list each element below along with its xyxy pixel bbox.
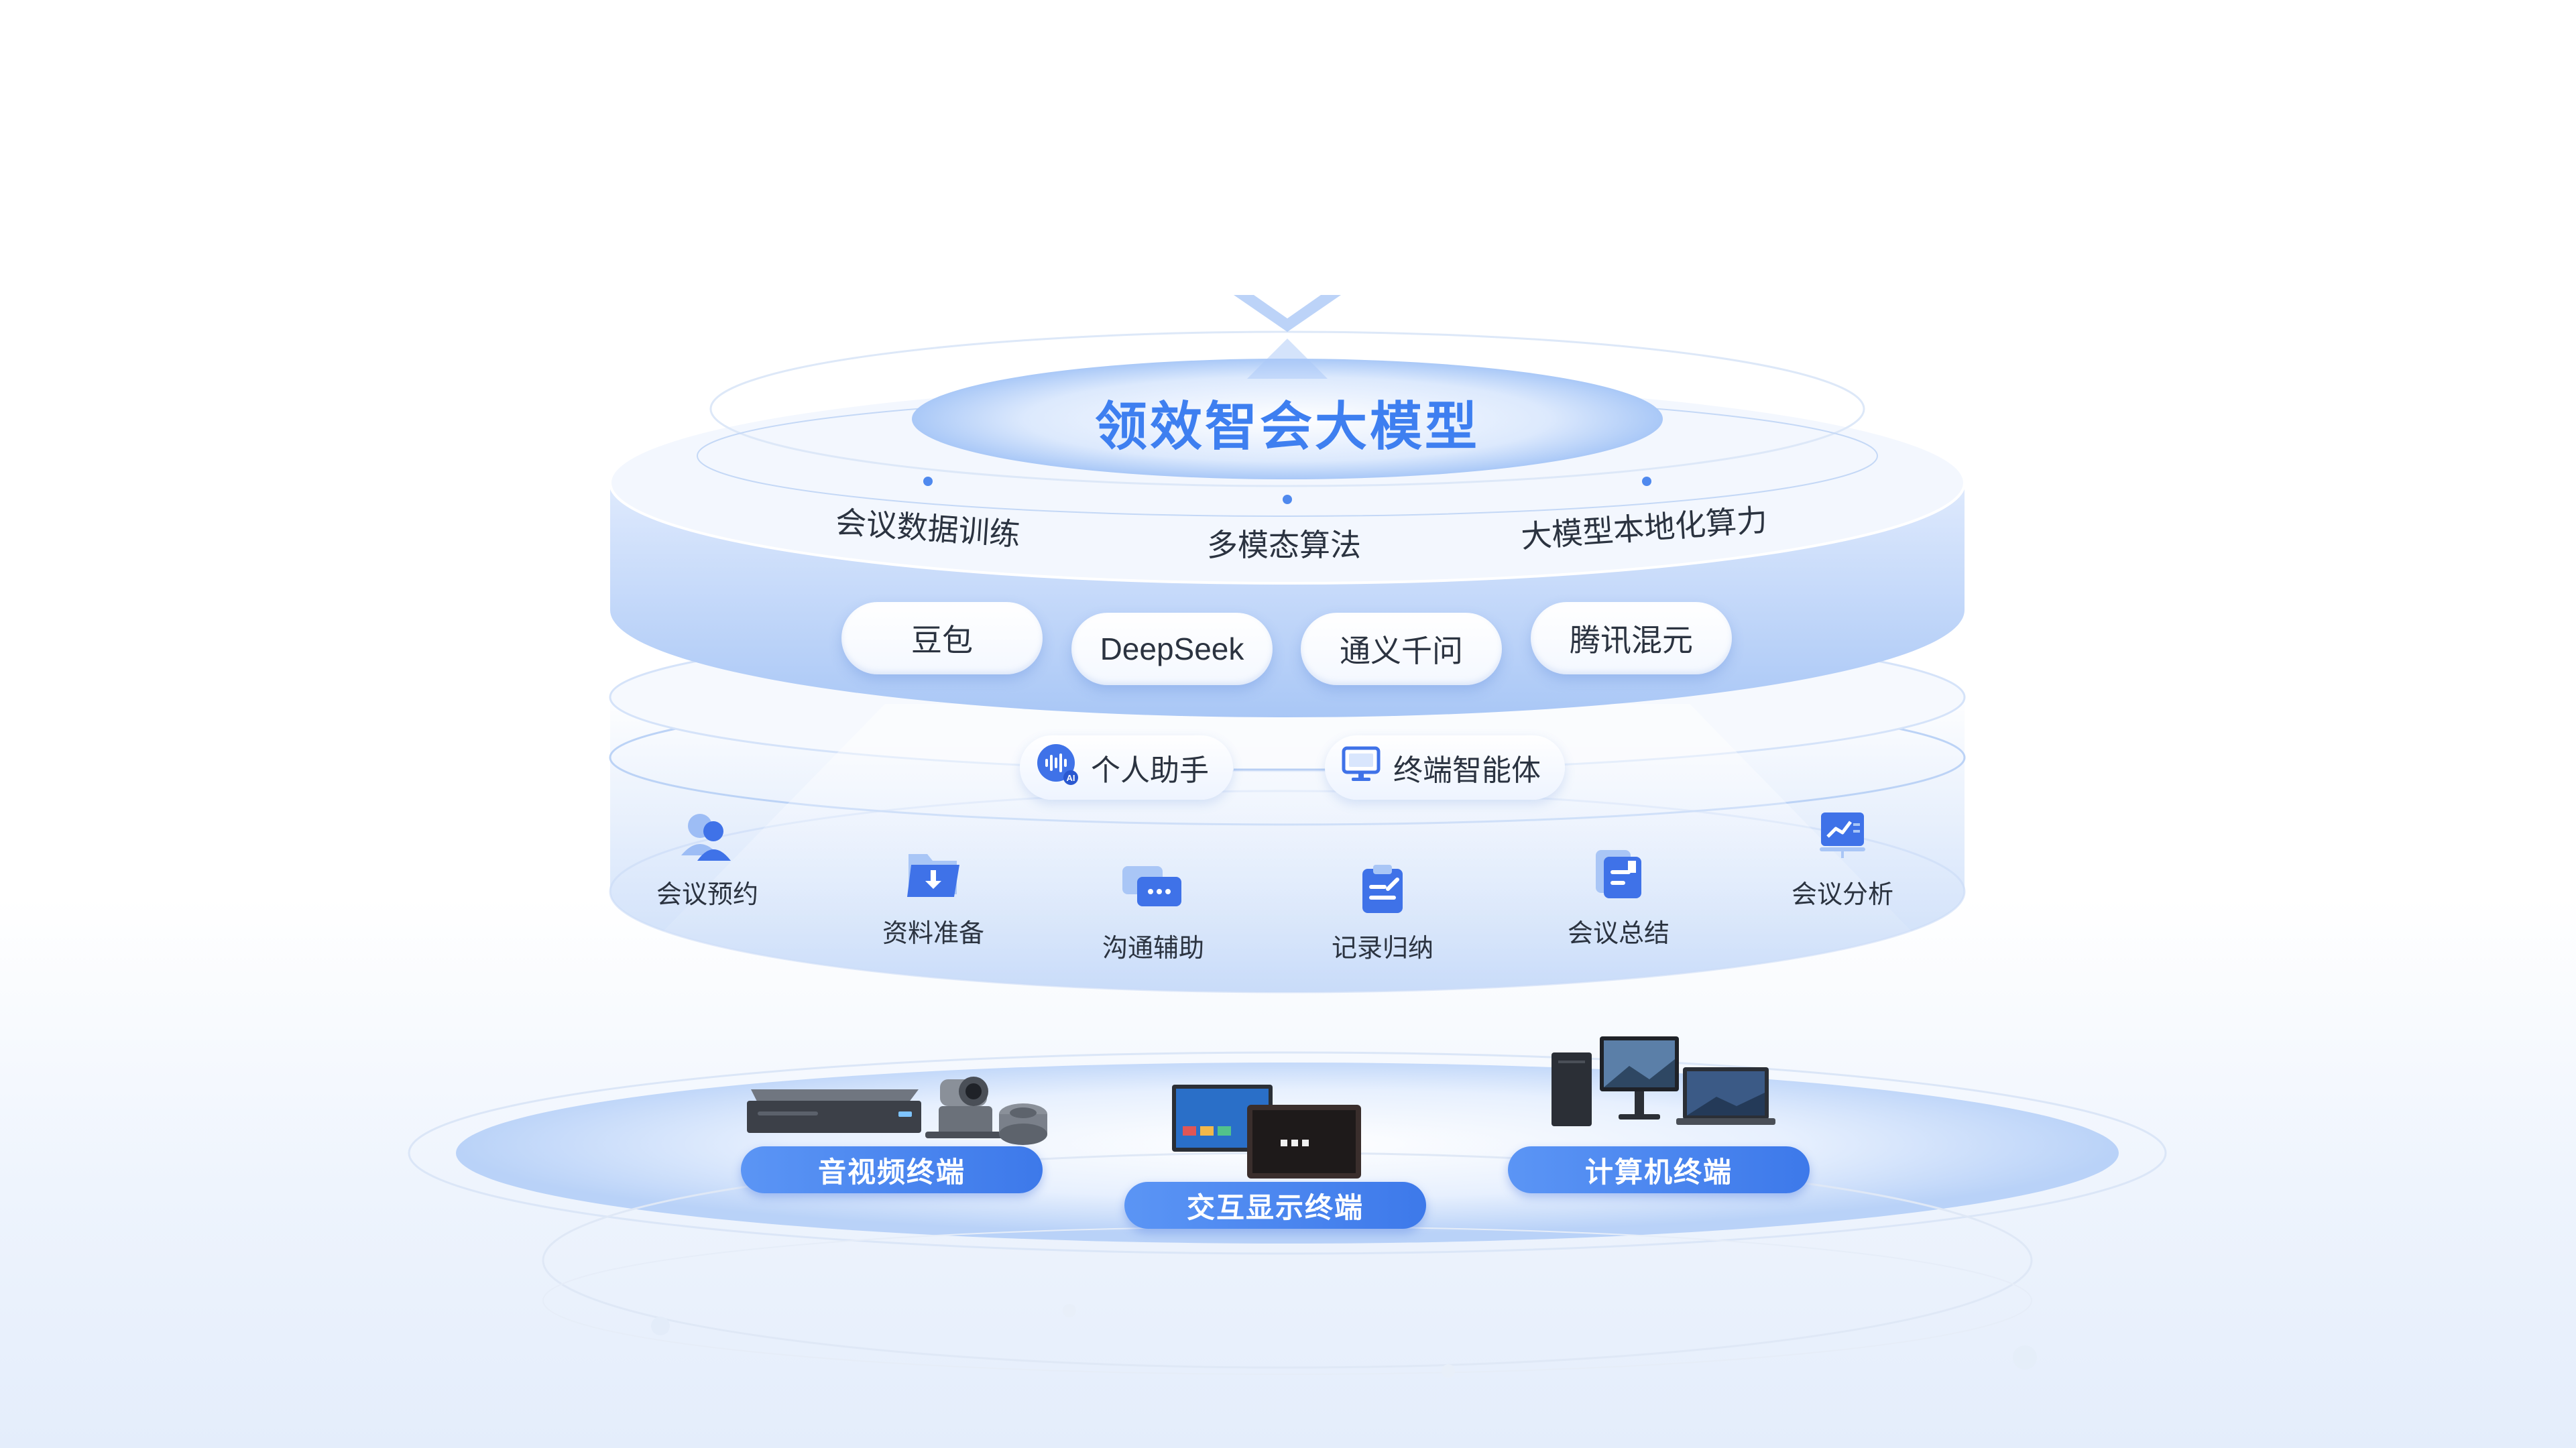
folder-download-icon: [903, 847, 963, 904]
feature-communication-aid: 沟通辅助: [1102, 862, 1204, 964]
personal-assistant-label: 个人助手: [1091, 754, 1209, 787]
av-devices-icon: [747, 1077, 1047, 1145]
feature-material-prep: 资料准备: [882, 847, 984, 949]
capability-multimodal: 多模态算法: [1207, 528, 1361, 562]
terminal-badge-display: 交互显示终端: [1124, 1182, 1426, 1229]
terminal-badge-av: 音视频终端: [741, 1146, 1043, 1193]
feature-meeting-summary: 会议总结: [1568, 847, 1670, 949]
svg-text:AI: AI: [1067, 773, 1075, 783]
model-pill-deepseek: DeepSeek: [1071, 613, 1273, 685]
model-title: 领效智会大模型: [1094, 397, 1480, 456]
analytics-board-icon: [1816, 808, 1869, 865]
ai-voice-icon: AI: [1036, 743, 1079, 793]
display-panels-icon: [1172, 1085, 1361, 1179]
feature-meeting-booking: 会议预约: [656, 808, 758, 910]
model-pill-hunyuan: 腾讯混元: [1531, 602, 1732, 674]
model-pill-tongyi: 通义千问: [1301, 613, 1502, 685]
monitor-icon: [1341, 745, 1381, 790]
computer-icon: [1552, 1036, 1775, 1126]
feature-meeting-analysis: 会议分析: [1792, 808, 1893, 910]
personal-assistant: AI 个人助手: [1020, 735, 1233, 800]
feature-record-summary: 记录归纳: [1332, 862, 1433, 964]
chat-icon: [1120, 862, 1187, 919]
terminal-agent: 终端智能体: [1325, 735, 1565, 800]
terminal-agent-label: 终端智能体: [1393, 754, 1541, 787]
clipboard-icon: [1356, 862, 1409, 919]
model-pill-doubao: 豆包: [841, 602, 1043, 674]
summary-doc-icon: [1592, 847, 1645, 904]
terminal-badge-computer: 计算机终端: [1508, 1146, 1810, 1193]
users-icon: [677, 808, 738, 865]
